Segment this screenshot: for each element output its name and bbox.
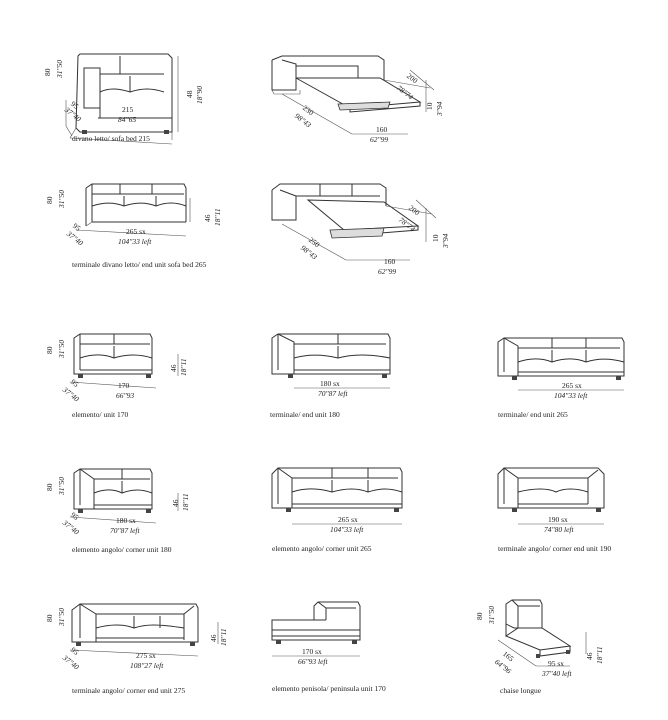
height-label: 80 <box>45 614 54 623</box>
width-inch-label: 70"87 left <box>110 526 140 535</box>
caption: terminale angolo/ corner end unit 190 <box>498 544 612 553</box>
unit-170-drawing <box>69 333 179 389</box>
width-inch-label: 104"33 left <box>554 391 588 400</box>
caption: elemento/ unit 170 <box>72 410 129 419</box>
width-inch-label: 104"33 left <box>330 525 364 534</box>
width-label: 160 <box>384 257 396 266</box>
width-label: 95 sx <box>548 659 565 668</box>
peninsula-unit-170-drawing <box>271 601 361 657</box>
height-inch-label: 31"50 <box>57 189 66 208</box>
caption: elemento penisola/ peninsula unit 170 <box>272 684 386 693</box>
caption: elemento angolo/ corner unit 180 <box>72 545 172 554</box>
thickness-inch-label: 3"94 <box>435 101 444 116</box>
height-inch-label: 31"50 <box>57 476 66 495</box>
item-end-unit-265: 265 sx 104"33 left terminale/ end unit 2… <box>490 330 660 430</box>
width-label: 265 sx <box>126 227 146 236</box>
item-sofa-bed-215: 80 31"50 215 84"65 95 37"40 48 18"90 div… <box>0 40 240 160</box>
height-inch-label: 31"50 <box>57 607 66 626</box>
height-inch-label: 31"50 <box>487 605 496 624</box>
item-end-unit-180: 180 sx 70"87 left terminale/ end unit 18… <box>260 330 420 430</box>
width-inch-label: 37"40 left <box>542 669 572 678</box>
width-inch-label: 66"93 left <box>298 657 328 666</box>
height-label: 80 <box>45 196 54 205</box>
width-label: 170 sx <box>302 647 322 656</box>
seat-height-inch-label: 18"11 <box>219 628 228 646</box>
item-corner-unit-180: 80 31"50 180 sx 70"87 left 95 37"40 46 1… <box>0 465 230 565</box>
corner-end-unit-275-drawing <box>69 603 219 657</box>
end-unit-180-drawing <box>271 333 391 389</box>
sofa-bed-open-drawing <box>271 55 435 135</box>
caption: terminale angolo/ corner end unit 275 <box>72 686 186 695</box>
width-label: 215 <box>122 105 134 114</box>
item-corner-end-unit-275: 80 31"50 275 sx 108"27 left 95 37"40 46 … <box>0 600 240 710</box>
width-label: 170 <box>118 381 130 390</box>
corner-end-unit-190-drawing <box>497 467 605 525</box>
seat-height-inch-label: 18"11 <box>181 493 190 511</box>
caption: divano letto/ sofa bed 215 <box>72 134 150 143</box>
width-label: 180 sx <box>320 379 340 388</box>
item-chaise-longue: 80 31"50 165 64"96 95 sx 37"40 left 46 1… <box>470 596 660 716</box>
item-corner-unit-265: 265 sx 104"33 left elemento angolo/ corn… <box>260 462 430 562</box>
seat-height-label: 46 <box>171 499 180 508</box>
end-unit-sofa-bed-drawing <box>75 183 191 237</box>
seat-height-inch-label: 18"90 <box>195 85 204 104</box>
width-inch-label: 104"33 left <box>118 237 152 246</box>
width-inch-label: 108"27 left <box>130 661 164 670</box>
thickness-label: 10 <box>425 102 434 111</box>
end-unit-sofa-bed-open-drawing <box>271 183 437 261</box>
seat-height-label: 46 <box>585 652 594 661</box>
width-label: 265 sx <box>562 381 582 390</box>
item-end-unit-sofa-bed-265: 80 31"50 265 sx 104"33 left 95 37"40 46 … <box>0 180 250 280</box>
height-inch-label: 31"50 <box>55 59 64 78</box>
item-corner-end-unit-190: 190 sx 74"80 left terminale angolo/ corn… <box>490 462 660 562</box>
width-label: 275 sx <box>136 651 156 660</box>
corner-unit-265-drawing <box>271 467 403 525</box>
caption: terminale/ end unit 265 <box>498 410 568 419</box>
item-peninsula-unit-170: 170 sx 66"93 left elemento penisola/ pen… <box>260 600 420 710</box>
caption: elemento angolo/ corner unit 265 <box>272 544 372 553</box>
caption: terminale divano letto/ end unit sofa be… <box>72 260 207 269</box>
chaise-longue-drawing <box>497 599 587 667</box>
end-unit-265-drawing <box>497 337 625 391</box>
width-label: 265 sx <box>338 515 358 524</box>
height-label: 80 <box>475 612 484 621</box>
caption: terminale/ end unit 180 <box>270 410 340 419</box>
height-label: 80 <box>43 68 52 77</box>
item-sofa-bed-215-open: 200 78"74 10 3"94 230 98"43 160 62"99 <box>260 50 460 160</box>
width-inch-label: 74"80 left <box>544 525 574 534</box>
width-inch-label: 66"93 <box>116 391 135 400</box>
seat-height-label: 46 <box>169 364 178 373</box>
width-inch-label: 70"87 left <box>318 389 348 398</box>
width-inch-label: 84"65 <box>118 115 137 124</box>
sofa-bed-215-drawing <box>65 53 179 145</box>
item-unit-170: 80 31"50 170 66"93 95 37"40 46 18"11 ele… <box>0 330 230 430</box>
width-inch-label: 62"99 <box>370 135 389 144</box>
caption: chaise longue <box>500 686 542 695</box>
thickness-inch-label: 3"94 <box>441 233 450 248</box>
item-end-unit-sofa-bed-265-open: 200 78"74 10 3"94 250 98"43 160 62"99 <box>260 178 470 288</box>
seat-height-label: 48 <box>185 90 194 99</box>
seat-height-label: 46 <box>209 634 218 643</box>
thickness-label: 10 <box>431 234 440 243</box>
height-inch-label: 31"50 <box>57 339 66 358</box>
width-inch-label: 62"99 <box>378 267 397 276</box>
seat-height-inch-label: 18"11 <box>179 358 188 376</box>
width-label: 180 sx <box>116 516 136 525</box>
height-label: 80 <box>45 346 54 355</box>
seat-height-label: 46 <box>203 214 212 223</box>
corner-unit-180-drawing <box>69 468 179 524</box>
width-label: 160 <box>376 125 388 134</box>
height-label: 80 <box>45 483 54 492</box>
seat-height-inch-label: 18"11 <box>595 646 604 664</box>
seat-height-inch-label: 18"11 <box>213 208 222 226</box>
width-label: 190 sx <box>548 515 568 524</box>
